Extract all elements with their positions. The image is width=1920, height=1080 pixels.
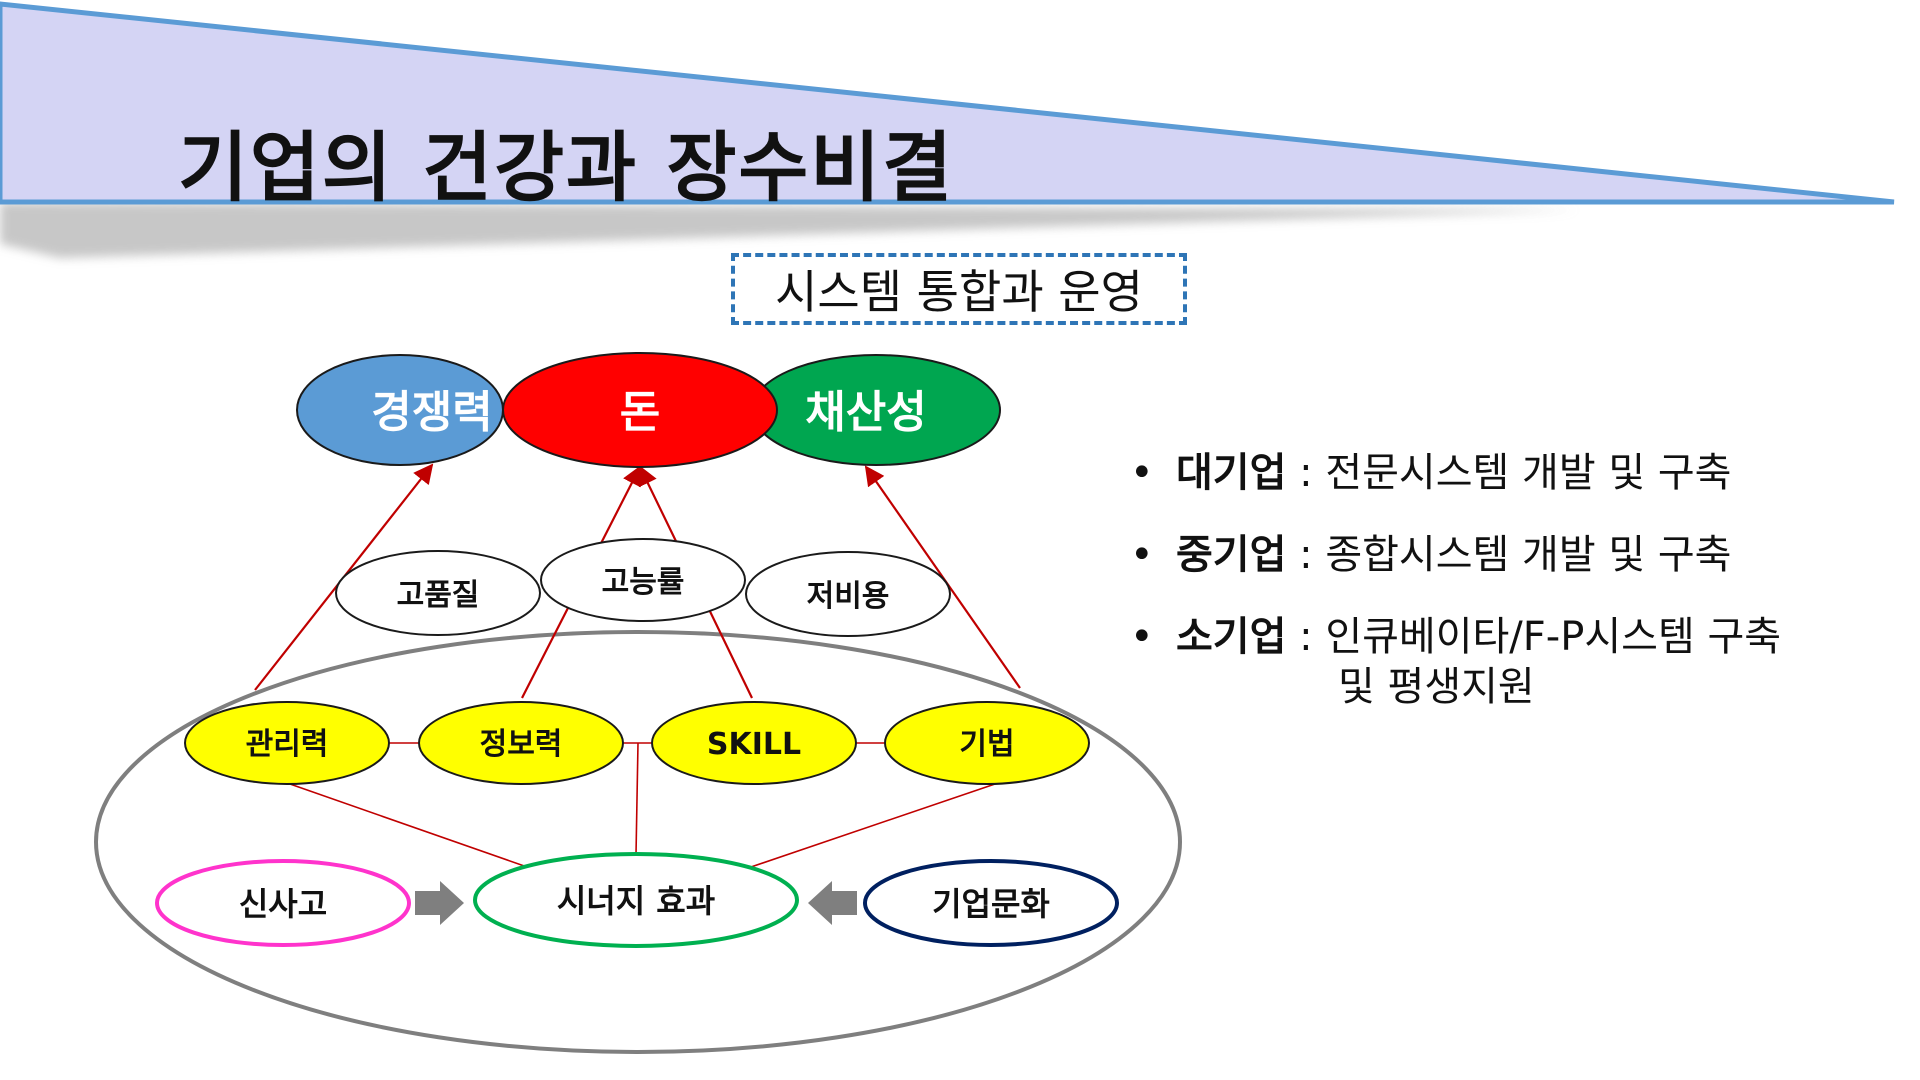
attribute-low-cost-label: 저비용 (807, 579, 890, 614)
bullet-dot: • (1130, 532, 1154, 578)
goal-competitiveness: 경쟁력 (296, 354, 504, 466)
capability-boundary (94, 630, 1182, 1054)
capability-connectors (289, 742, 996, 869)
capability-information: 정보력 (418, 701, 624, 785)
capability-skill-label: SKILL (707, 727, 801, 762)
node-culture: 기업문화 (863, 859, 1119, 947)
goal-money-label: 돈 (620, 387, 660, 438)
bullet-term: 소기업 (1176, 614, 1287, 660)
capability-technique: 기법 (884, 701, 1090, 785)
capability-information-label: 정보력 (480, 727, 563, 762)
header-banner (0, 1, 1895, 205)
node-culture-label: 기업문화 (932, 885, 1050, 923)
block-arrow-left (808, 881, 857, 925)
goal-profitability: 채산성 (751, 354, 1001, 466)
capability-skill: SKILL (651, 701, 857, 785)
capability-management-label: 관리력 (246, 727, 329, 762)
header-shadow (0, 202, 1580, 258)
subtitle-box: 시스템 통합과 운영 (731, 253, 1187, 325)
capability-management: 관리력 (184, 701, 390, 785)
bullet-text: : 전문시스템 개발 및 구축 (1286, 450, 1732, 496)
bullet-dot: • (1130, 450, 1154, 496)
attribute-quality: 고품질 (335, 550, 541, 636)
bullet-item-large: • 대기업 : 전문시스템 개발 및 구축 (1130, 440, 1731, 498)
block-arrow-right (415, 881, 464, 925)
bullet-text: : 종합시스템 개발 및 구축 (1286, 532, 1732, 578)
attribute-efficiency: 고능률 (540, 538, 746, 622)
attribute-efficiency-label: 고능률 (602, 565, 685, 600)
node-new-thinking: 신사고 (155, 859, 411, 947)
goal-profitability-label: 채산성 (805, 387, 926, 438)
goal-money: 돈 (502, 352, 778, 468)
bullet-term: 중기업 (1176, 532, 1287, 578)
capability-technique-label: 기법 (959, 727, 1014, 762)
page-title: 기업의 건강과 장수비결 (178, 123, 955, 212)
bullet-continuation: 및 평생지원 (1338, 664, 1535, 710)
bullet-item-medium: • 중기업 : 종합시스템 개발 및 구축 (1130, 522, 1731, 580)
bullet-item-small: • 소기업 : 인큐베이타/F-P시스템 구축 및 평생지원 (1130, 604, 1782, 710)
goal-competitiveness-label: 경쟁력 (371, 387, 492, 438)
attribute-quality-label: 고품질 (397, 578, 480, 613)
subtitle-text: 시스템 통합과 운영 (775, 265, 1143, 319)
bullet-text: : 인큐베이타/F-P시스템 구축 (1286, 614, 1782, 660)
node-synergy-label: 시너지 효과 (557, 882, 715, 920)
bullet-term: 대기업 (1176, 450, 1287, 496)
node-synergy: 시너지 효과 (473, 852, 799, 948)
bullet-dot: • (1130, 614, 1154, 660)
node-new-thinking-label: 신사고 (239, 885, 327, 923)
attribute-low-cost: 저비용 (745, 551, 951, 637)
